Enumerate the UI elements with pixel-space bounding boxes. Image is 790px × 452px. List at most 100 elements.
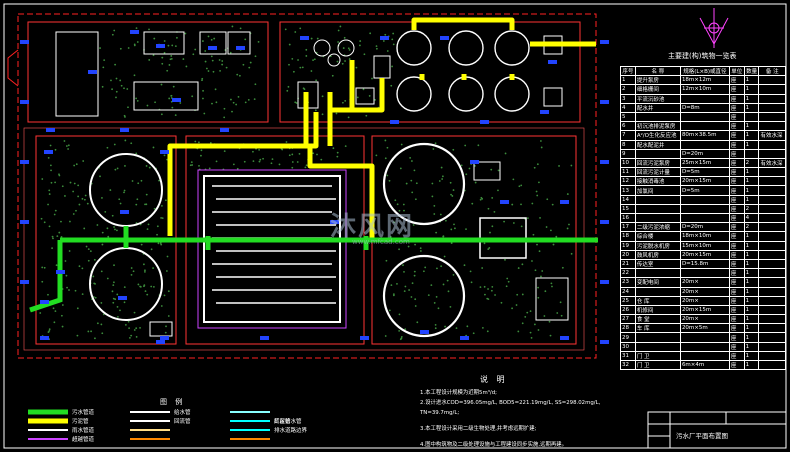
shrub — [299, 66, 302, 69]
shrub — [52, 307, 55, 310]
shrub — [127, 320, 130, 323]
shrub — [127, 106, 129, 109]
shrub — [150, 285, 153, 288]
shrub — [257, 40, 260, 43]
shrub — [344, 145, 347, 148]
shrub — [527, 217, 529, 220]
table-cell — [679, 194, 730, 205]
shrub — [231, 110, 233, 113]
shrub — [531, 202, 534, 205]
shrub — [297, 59, 299, 61]
table-cell: 座 — [728, 203, 745, 215]
pipe-tag — [56, 270, 65, 274]
shrub — [504, 258, 506, 261]
shrub — [200, 149, 203, 152]
shrub — [163, 40, 166, 42]
shrub — [310, 37, 313, 40]
shrub — [422, 270, 425, 273]
table-cell: 8 — [620, 139, 636, 150]
shrub — [505, 285, 508, 288]
table-cell: 30 — [620, 341, 636, 352]
shrub — [116, 293, 119, 296]
table-cell: 回流污泥泵房 — [634, 157, 681, 169]
table-cell: 10 — [620, 157, 636, 169]
shrub — [41, 280, 44, 283]
table-cell — [758, 102, 786, 113]
shrub — [135, 152, 138, 155]
shrub — [515, 304, 518, 306]
shrub — [298, 152, 301, 155]
design-notes: 1.本工程设计规模为近期5m³/d;2.设计进水COD=396.05mg/L, … — [420, 388, 620, 450]
shrub — [487, 248, 490, 251]
shrub — [223, 107, 226, 110]
pipe-tag — [500, 200, 509, 204]
shrub — [570, 252, 573, 255]
shrub — [344, 60, 346, 62]
drawing-title: 污水厂平面布置图 — [676, 432, 728, 440]
shrub — [152, 285, 155, 288]
shrub — [262, 157, 264, 160]
shrub — [469, 270, 472, 273]
table-cell: 6m×4m — [679, 359, 730, 371]
table-cell: 1 — [743, 121, 760, 132]
shrub — [101, 197, 103, 199]
shrub — [136, 198, 139, 201]
table-cell: 1 — [743, 314, 760, 325]
shrub — [491, 197, 494, 199]
shrub — [500, 301, 503, 304]
shrub — [124, 323, 127, 326]
shrub — [100, 270, 103, 273]
table-cell — [758, 249, 786, 260]
shrub — [403, 270, 405, 273]
shrub — [389, 235, 392, 238]
shrub — [133, 74, 136, 77]
table-cell: 7 — [620, 130, 636, 141]
shrub — [369, 32, 372, 35]
shrub — [341, 62, 344, 65]
table-cell: 20m×15m — [679, 249, 730, 260]
shrub — [65, 145, 68, 147]
shrub — [202, 89, 204, 92]
table-cell: 18m×12m — [679, 75, 730, 86]
shrub — [335, 112, 338, 115]
pipe-tag — [20, 160, 29, 164]
shrub — [385, 259, 388, 262]
shrub — [69, 220, 71, 223]
shrub — [424, 266, 427, 269]
shrub — [413, 169, 416, 172]
shrub — [517, 330, 520, 333]
shrub — [171, 106, 174, 109]
table-cell — [758, 323, 786, 334]
shrub — [41, 266, 44, 269]
shrub — [83, 227, 86, 230]
shrub — [432, 148, 435, 150]
shrub — [144, 203, 146, 206]
shrub — [512, 178, 515, 181]
shrub — [160, 113, 163, 116]
shrub — [123, 189, 126, 192]
shrub — [115, 96, 117, 99]
shrub — [434, 323, 437, 326]
pipe-tag — [156, 340, 165, 344]
shrub — [54, 310, 57, 313]
shrub — [526, 311, 529, 314]
table-cell: 9 — [620, 148, 636, 159]
shrub — [414, 198, 417, 201]
pipe-tag — [460, 336, 469, 340]
shrub — [414, 243, 416, 246]
table-cell: 32 — [620, 359, 636, 371]
shrub — [113, 281, 115, 284]
shrub — [543, 315, 546, 317]
shrub — [54, 148, 57, 151]
shrub — [110, 79, 112, 82]
shrub — [236, 73, 239, 76]
shrub — [336, 151, 339, 154]
table-cell: 污泥脱水机房 — [634, 240, 681, 251]
shrub — [99, 47, 101, 49]
shrub — [356, 96, 359, 99]
shrub — [103, 59, 106, 62]
